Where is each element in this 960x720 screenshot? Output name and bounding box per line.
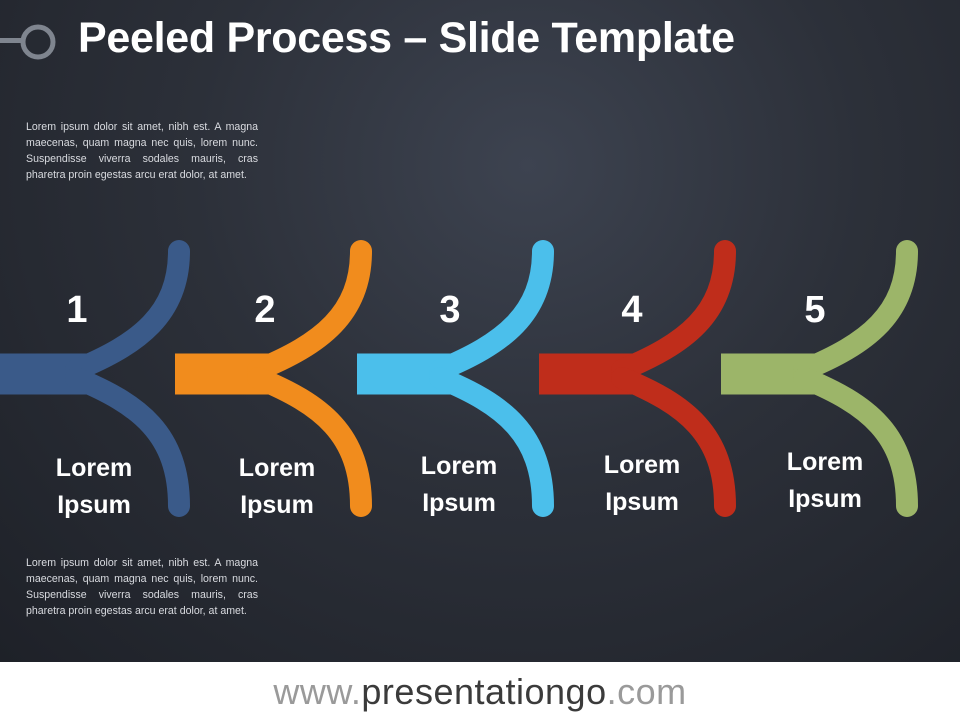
step-1-number: 1 (66, 289, 87, 331)
step-3-label-line2: Ipsum (422, 489, 496, 517)
step-5-upper-arm (793, 240, 918, 381)
description-bottom: Lorem ipsum dolor sit amet, nibh est. A … (26, 557, 258, 617)
step-3-arrow (357, 240, 554, 517)
step-4-band (539, 353, 636, 395)
footer-url-prefix: www. (273, 671, 362, 712)
step-3-number: 3 (439, 289, 460, 331)
step-4-label-line2: Ipsum (605, 488, 679, 516)
footer: www.presentationgo.com (0, 662, 960, 720)
step-2-band (175, 353, 272, 395)
slide: Peeled Process – Slide Template Lorem ip… (0, 0, 960, 662)
step-2-upper-arm (247, 240, 372, 381)
step-3-upper-arm (429, 240, 554, 381)
step-3-label-line1: Lorem (421, 452, 497, 480)
step-4-arrow (539, 240, 736, 517)
step-4-label-line1: Lorem (604, 451, 680, 479)
logo-ring-icon (0, 24, 56, 60)
step-2-label-line1: Lorem (239, 454, 315, 482)
step-5-label-line2: Ipsum (788, 485, 862, 513)
step-1-upper-arm (65, 240, 190, 381)
step-5-lower-arm (793, 367, 918, 517)
step-2-lower-arm (247, 367, 372, 517)
step-4-number: 4 (621, 289, 642, 331)
step-2-number: 2 (254, 289, 275, 331)
step-1-label-line1: Lorem (56, 454, 132, 482)
step-4-upper-arm (611, 240, 736, 381)
step-4-lower-arm (611, 367, 736, 517)
description-top: Lorem ipsum dolor sit amet, nibh est. A … (26, 121, 258, 181)
footer-url-brand: presentationgo (361, 671, 607, 712)
footer-url-suffix: .com (606, 671, 687, 712)
step-1-arrow (0, 240, 190, 517)
step-2-label-line2: Ipsum (240, 491, 314, 519)
step-1-lower-arm (65, 367, 190, 517)
page-title: Peeled Process – Slide Template (78, 14, 735, 62)
step-5-number: 5 (804, 289, 825, 331)
step-3-lower-arm (429, 367, 554, 517)
step-5-label-line1: Lorem (787, 448, 863, 476)
step-5-arrow (721, 240, 918, 517)
step-1-label-line2: Ipsum (57, 491, 131, 519)
step-3-band (357, 353, 454, 395)
step-5-band (721, 353, 818, 395)
footer-url[interactable]: www.presentationgo.com (273, 671, 686, 713)
step-2-arrow (175, 240, 372, 517)
